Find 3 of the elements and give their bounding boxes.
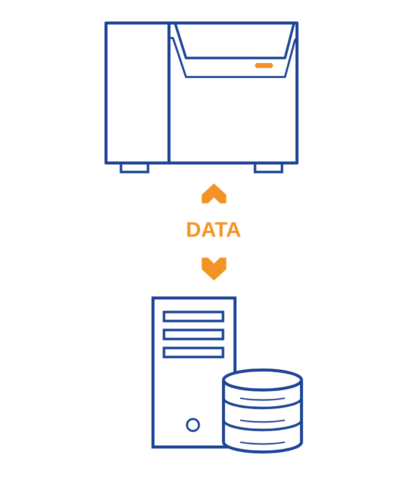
- instrument-drawing: [104, 22, 298, 174]
- server-database-drawing: [152, 296, 303, 454]
- label: DATA: [187, 222, 241, 237]
